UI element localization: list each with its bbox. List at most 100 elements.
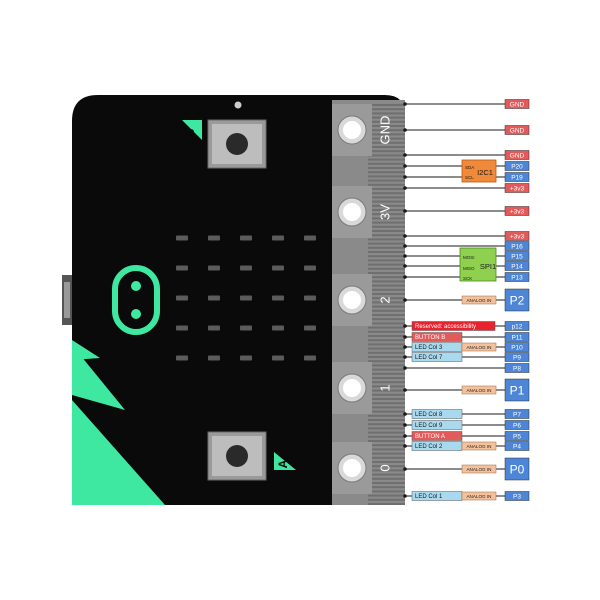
led bbox=[240, 235, 252, 241]
analog-in-tag bbox=[461, 295, 497, 305]
pin-label-box bbox=[504, 441, 530, 451]
edge-tooth bbox=[368, 503, 405, 505]
analog-in-label: ANALOG IN bbox=[466, 444, 491, 449]
pin-dot bbox=[403, 209, 407, 213]
pin-dot bbox=[403, 355, 407, 359]
pin-function-label: LED Col 2 bbox=[415, 444, 443, 450]
edge-tooth bbox=[368, 406, 405, 409]
button-b[interactable] bbox=[207, 119, 267, 169]
edge-tooth bbox=[368, 141, 405, 144]
edge-tooth bbox=[368, 297, 405, 300]
edge-tooth bbox=[368, 482, 405, 484]
edge-tooth bbox=[368, 259, 405, 262]
edge-tooth bbox=[368, 158, 405, 161]
edge-tooth bbox=[368, 301, 405, 304]
pin-label-p0: P0 bbox=[510, 463, 525, 477]
pin-label-box bbox=[504, 457, 530, 481]
edge-tooth bbox=[368, 440, 405, 442]
pin-function-label: LED Col 3 bbox=[415, 345, 443, 351]
edge-tooth bbox=[368, 326, 405, 329]
edge-tooth bbox=[368, 389, 405, 392]
pin-dot bbox=[403, 128, 407, 132]
spi-sck-label: SCK bbox=[463, 276, 472, 281]
pin-dot bbox=[403, 467, 407, 471]
pin-dot bbox=[403, 254, 407, 258]
button-a[interactable] bbox=[207, 431, 267, 481]
edge-tooth bbox=[368, 293, 405, 295]
pad-label: 0 bbox=[377, 464, 392, 471]
edge-tooth bbox=[368, 272, 405, 274]
i2c-sda-label: SDA bbox=[465, 165, 474, 170]
button-b-label: B bbox=[183, 128, 197, 137]
pin-function-label: LED Col 7 bbox=[415, 355, 443, 361]
edge-tooth bbox=[368, 255, 405, 258]
led bbox=[304, 235, 316, 241]
led bbox=[240, 295, 252, 301]
pin-label-p19: P19 bbox=[511, 174, 523, 181]
edge-tooth bbox=[368, 284, 405, 287]
edge-tooth bbox=[368, 322, 405, 325]
i2c-title: I2C1 bbox=[477, 168, 493, 177]
pin-label-v3-1: +3v3 bbox=[510, 185, 525, 192]
pin-label-p11: P11 bbox=[511, 334, 522, 341]
pin-label-box bbox=[504, 206, 530, 216]
pin-dot bbox=[403, 434, 407, 438]
pad-hole bbox=[343, 203, 361, 221]
board-outline bbox=[72, 95, 405, 505]
edge-tooth bbox=[368, 368, 405, 371]
led bbox=[176, 355, 188, 361]
pin-dot bbox=[403, 494, 407, 498]
edge-tooth bbox=[368, 188, 405, 190]
spi-title: SPI1 bbox=[480, 262, 496, 271]
pin-label-box bbox=[504, 491, 530, 501]
edge-tooth bbox=[368, 314, 405, 316]
pin-dot bbox=[403, 275, 407, 279]
led bbox=[272, 355, 284, 361]
edge-tooth bbox=[368, 230, 405, 232]
led bbox=[272, 235, 284, 241]
analog-in-label: ANALOG IN bbox=[466, 467, 491, 472]
pad-hole bbox=[343, 291, 361, 309]
pin-label-p6: P6 bbox=[513, 422, 521, 429]
led bbox=[176, 265, 188, 271]
edge-tooth bbox=[368, 410, 405, 413]
pad-label: 2 bbox=[377, 296, 392, 303]
led bbox=[304, 355, 316, 361]
pin-label-box bbox=[504, 272, 530, 282]
pin-function-tag bbox=[411, 431, 463, 441]
pin-label-box bbox=[504, 378, 530, 402]
edge-tooth bbox=[368, 137, 405, 140]
edge-tooth bbox=[368, 398, 405, 400]
pin-label-p10: P10 bbox=[511, 344, 523, 351]
spi-group: MOSI MISO SCK SPI1 bbox=[459, 247, 497, 282]
pin-dot bbox=[403, 388, 407, 392]
pin-label-box bbox=[504, 161, 530, 171]
edge-tooth bbox=[368, 120, 405, 123]
edge-tooth bbox=[368, 318, 405, 321]
button-a-label: A bbox=[276, 459, 290, 468]
edge-tooth bbox=[368, 267, 405, 270]
edge-tooth bbox=[368, 179, 405, 182]
edge-tooth bbox=[368, 263, 405, 266]
edge-tooth bbox=[368, 150, 405, 153]
pin-dot bbox=[403, 366, 407, 370]
edge-tooth bbox=[368, 427, 405, 430]
pin-dot bbox=[403, 153, 407, 157]
edge-tooth bbox=[368, 351, 405, 354]
led bbox=[176, 295, 188, 301]
pin-label-p12: p12 bbox=[512, 323, 523, 330]
edge-tooth bbox=[368, 221, 405, 224]
pin-label-box bbox=[504, 420, 530, 430]
edge-tooth bbox=[368, 477, 405, 480]
led bbox=[208, 355, 220, 361]
edge-tooth bbox=[368, 183, 405, 186]
pin-function-tag bbox=[411, 420, 463, 430]
edge-tooth bbox=[368, 246, 405, 249]
i2c-box bbox=[461, 159, 497, 183]
pin-label-box bbox=[504, 231, 530, 241]
pin-function-label: LED Col 1 bbox=[415, 494, 443, 500]
analog-in-label: ANALOG IN bbox=[466, 494, 491, 499]
pad-hole bbox=[343, 379, 361, 397]
